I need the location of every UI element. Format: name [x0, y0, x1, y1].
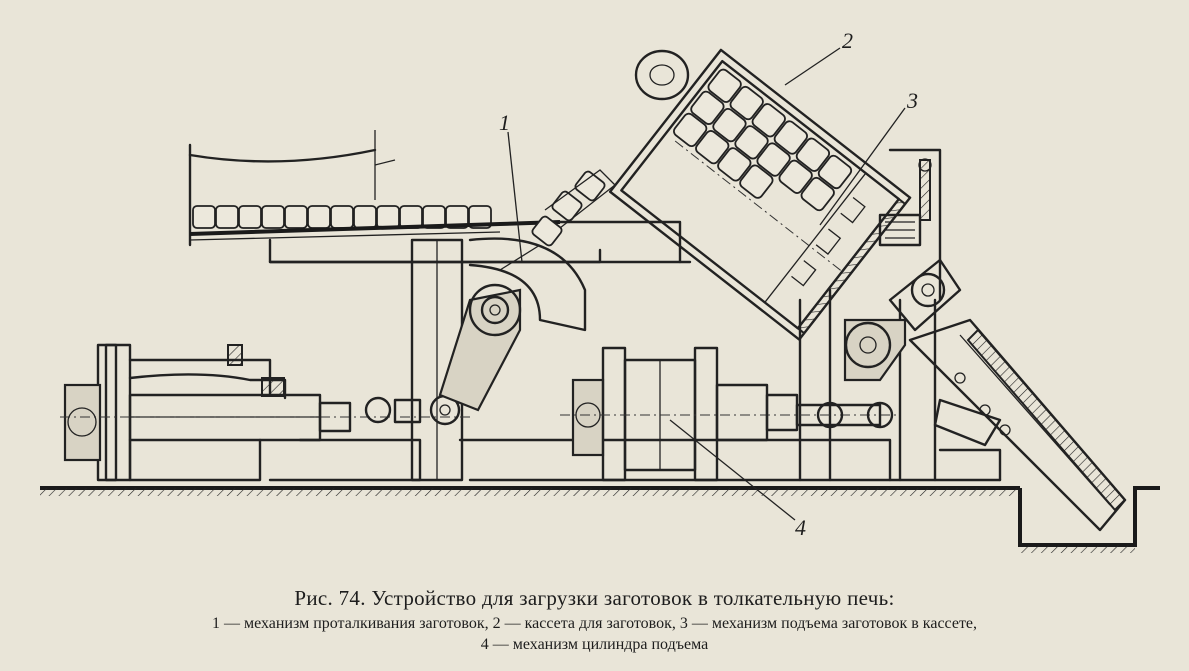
pusher-lever — [438, 237, 587, 412]
cassette-gate — [531, 169, 616, 247]
callout-1: 1 — [499, 110, 510, 135]
callout-1-leader — [507, 131, 523, 263]
callout-2: 2 — [842, 28, 853, 53]
callout-2-leader — [784, 47, 841, 86]
furnace-hood — [188, 130, 396, 247]
callouts: 1 2 3 4 — [499, 28, 918, 540]
callout-4: 4 — [795, 515, 806, 540]
callout-4-leader — [669, 419, 796, 521]
lift-mechanism-top — [878, 148, 942, 302]
lift-cylinder — [560, 346, 900, 482]
figure-caption-title: Рис. 74. Устройство для загрузки заготов… — [294, 586, 895, 610]
callout-3-leader — [819, 107, 906, 226]
billet-row — [189, 205, 561, 241]
lifting-eye — [634, 49, 690, 101]
callout-3: 3 — [906, 88, 918, 113]
figure-legend: 1 — механизм проталкивания заготовок, 2 … — [0, 613, 1189, 655]
lift-linkage — [843, 258, 962, 382]
legend-line-2: 4 — механизм цилиндра подъема — [480, 636, 709, 653]
cassette — [608, 48, 912, 341]
foundation — [40, 486, 1160, 553]
loading-device-drawing: 1 2 3 4 — [40, 28, 1160, 553]
pusher-cylinder — [60, 343, 470, 482]
inclined-chute — [908, 318, 1127, 532]
legend-line-1: 1 — механизм проталкивания заготовок, 2 … — [211, 615, 978, 632]
